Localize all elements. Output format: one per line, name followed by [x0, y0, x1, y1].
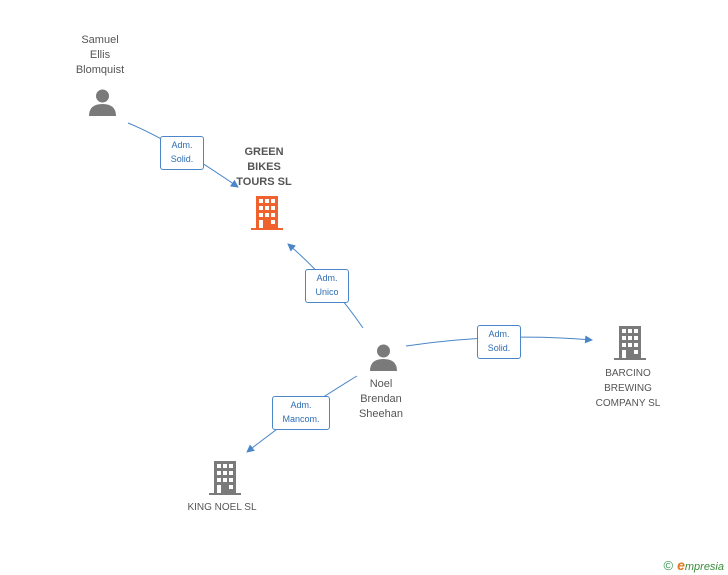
- brand-logo-text: mpresia: [684, 561, 724, 573]
- building-icon[interactable]: [614, 326, 646, 360]
- company-name-barcino[interactable]: BARCINO BREWING COMPANY SL: [595, 368, 661, 409]
- brand-footer: ©empresia: [663, 557, 724, 573]
- building-icon[interactable]: [251, 196, 283, 230]
- person-icon[interactable]: [88, 88, 117, 117]
- edge-label-noel-barcino[interactable]: Adm. Solid.: [477, 325, 521, 359]
- edge-label-noel-green-bikes[interactable]: Adm. Unico: [305, 269, 349, 303]
- brand-logo-initial: e: [677, 557, 685, 573]
- copyright-symbol: ©: [663, 558, 674, 573]
- person-name-samuel[interactable]: Samuel Ellis Blomquist: [75, 34, 125, 76]
- person-name-noel[interactable]: Noel Brendan Sheehan: [358, 378, 404, 420]
- edge-label-samuel-green-bikes[interactable]: Adm. Solid.: [160, 136, 204, 170]
- company-name-king-noel[interactable]: KING NOEL SL: [187, 502, 257, 513]
- edge-label-noel-king-noel[interactable]: Adm. Mancom.: [272, 396, 330, 430]
- company-name-green-bikes[interactable]: GREEN BIKES TOURS SL: [236, 146, 292, 188]
- person-icon[interactable]: [369, 343, 398, 372]
- building-icon[interactable]: [209, 461, 241, 495]
